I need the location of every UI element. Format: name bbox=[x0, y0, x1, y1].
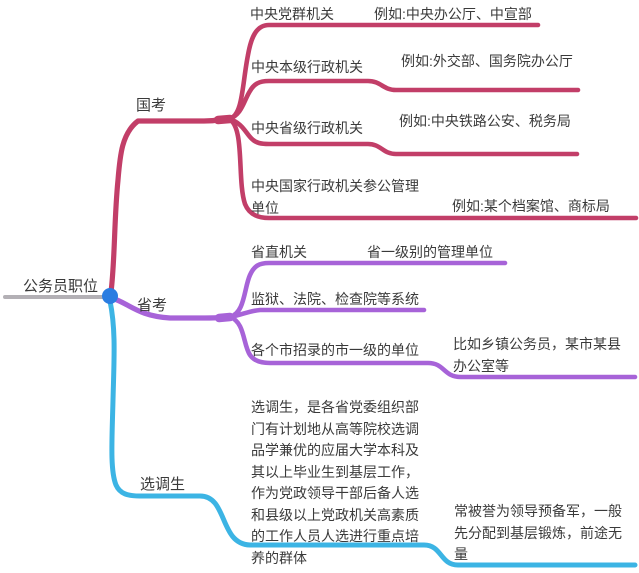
guokao-child-2-note: 例如:外交部、国务院办公厅 bbox=[401, 53, 573, 69]
guokao-child-3-line bbox=[226, 116, 580, 157]
branch-guokao-lines bbox=[108, 22, 639, 295]
guokao-child-3-note: 例如:中央铁路公安、税务局 bbox=[399, 113, 571, 129]
shengkao-child-3-label: 各个市招录的市一级的单位 bbox=[251, 342, 419, 358]
branch-shengkao-label: 省考 bbox=[137, 297, 168, 314]
xuandiaosheng-child-1-label: 选调生，是各省党委组织部门有计划地从高等院校选调品学兼优的应届大学本科及其以上毕… bbox=[251, 399, 419, 566]
guokao-child-2-label: 中央本级行政机关 bbox=[251, 59, 363, 75]
shengkao-child-2-label: 监狱、法院、检查院等系统 bbox=[251, 291, 419, 307]
guokao-child-4-line bbox=[226, 116, 639, 221]
branch-shengkao-lines bbox=[109, 260, 638, 380]
guokao-child-1-label: 中央党群机关 bbox=[250, 6, 334, 22]
guokao-child-1-note: 例如:中央办公厅、中宣部 bbox=[374, 6, 532, 22]
branch-xuandiaosheng-lines bbox=[107, 298, 638, 568]
shengkao-child-1-line bbox=[227, 260, 508, 320]
guokao-child-4-label: 中央国家行政机关参公管理单位 bbox=[251, 178, 419, 216]
shengkao-child-3-note: 比如乡镇公务员，某市某县办公室等 bbox=[453, 336, 621, 374]
xuandiaosheng-child-1-note: 常被誉为领导预备军，一般先分配到基层锻炼，前途无量 bbox=[454, 503, 622, 562]
guokao-child-2-line bbox=[226, 78, 581, 122]
branch-shengkao-stem-line bbox=[109, 295, 232, 321]
root-node-dot bbox=[102, 288, 118, 304]
shengkao-child-2-line bbox=[227, 307, 427, 320]
branch-xuandiaosheng-label: 选调生 bbox=[140, 476, 186, 493]
root-label: 公务员职位 bbox=[23, 278, 99, 295]
shengkao-child-3-line bbox=[227, 314, 638, 380]
guokao-child-3-label: 中央省级行政机关 bbox=[251, 120, 363, 136]
branch-guokao-label: 国考 bbox=[136, 97, 167, 114]
branch-guokao-stem-line bbox=[108, 116, 232, 295]
guokao-child-4-note: 例如:某个档案馆、商标局 bbox=[452, 198, 610, 214]
shengkao-child-1-label: 省直机关 bbox=[251, 244, 307, 260]
shengkao-child-1-note: 省一级别的管理单位 bbox=[367, 244, 493, 260]
branch-xuandiaosheng-stem-line bbox=[107, 298, 638, 568]
